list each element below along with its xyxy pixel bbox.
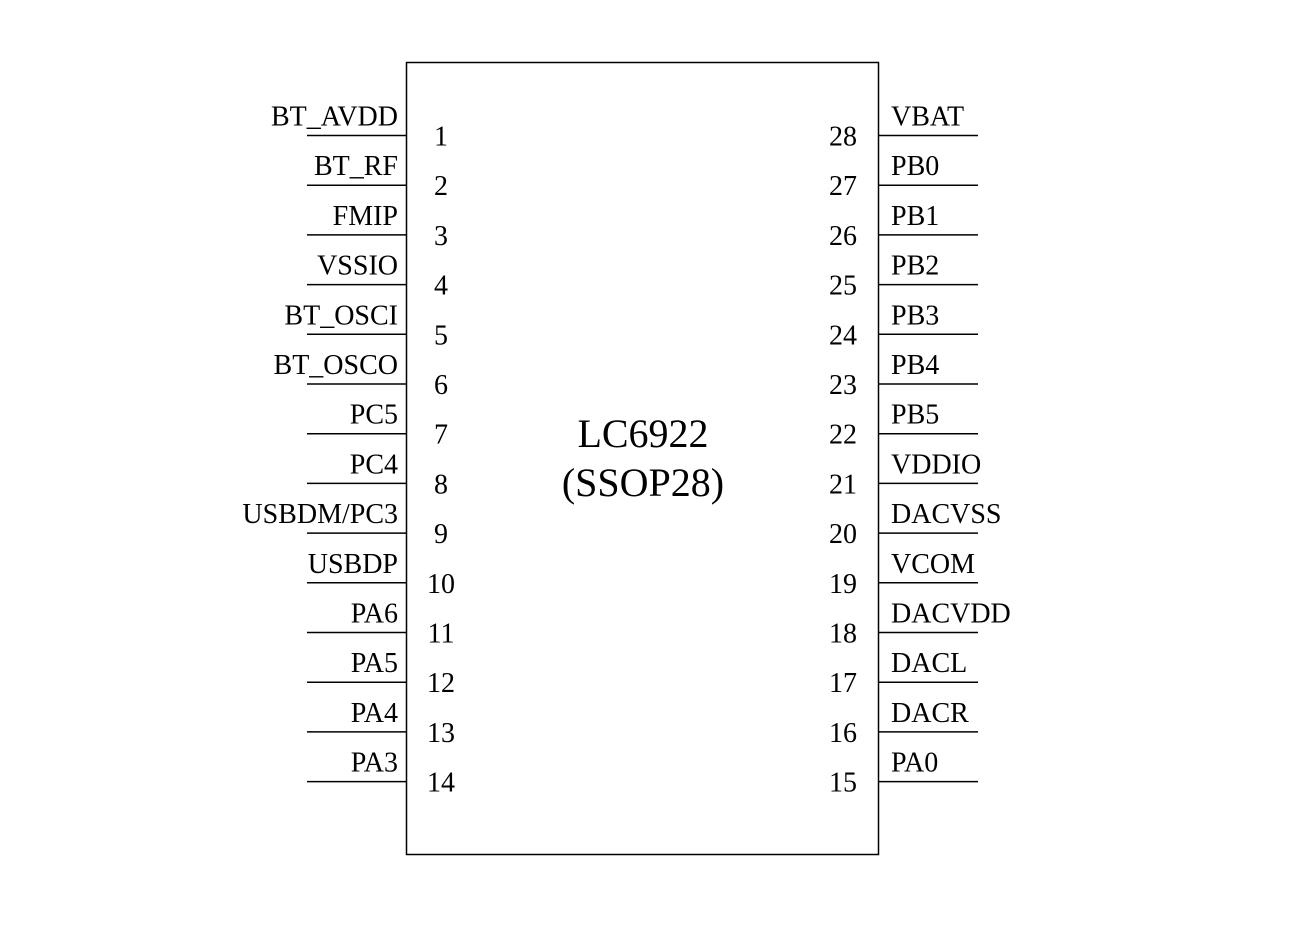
pin-number: 23: [829, 370, 857, 401]
pin-number: 5: [434, 320, 448, 351]
pin-number: 20: [829, 519, 857, 550]
pin-23: PB4 23: [829, 350, 978, 401]
pin-label: DACR: [891, 698, 969, 729]
pin-number: 8: [434, 469, 448, 500]
pin-label: VCOM: [891, 549, 975, 580]
chip-package: (SSOP28): [562, 460, 724, 505]
pin-number: 15: [829, 768, 857, 799]
left-pin-group: BT_AVDD1BT_RF2FMIP3VSSIO4BT_OSCI5BT_OSCO…: [242, 102, 455, 799]
pin-9: USBDM/PC3 9: [242, 499, 448, 550]
pin-19: VCOM 19: [829, 549, 978, 600]
pin-8: PC4 8: [307, 449, 448, 500]
pin-label: FMIP: [333, 201, 398, 232]
pin-number: 14: [427, 768, 455, 799]
pin-label: PB2: [891, 251, 939, 282]
pin-label: DACVSS: [891, 499, 1001, 530]
pin-20: DACVSS 20: [829, 499, 1001, 550]
pin-label: PB1: [891, 201, 939, 232]
pin-label: BT_AVDD: [271, 102, 398, 133]
pin-number: 17: [829, 668, 857, 699]
pin-number: 28: [829, 122, 857, 153]
pin-22: PB5 22: [829, 400, 978, 451]
pin-number: 22: [829, 420, 857, 451]
pin-24: PB3 24: [829, 300, 978, 351]
pin-number: 1: [434, 122, 448, 153]
pin-number: 11: [428, 619, 455, 650]
pin-label: PC4: [350, 449, 398, 480]
pin-label: DACVDD: [891, 599, 1011, 630]
pin-13: PA4 13: [307, 698, 455, 749]
pin-number: 12: [427, 668, 455, 699]
pin-12: PA5 12: [307, 648, 455, 699]
pin-16: DACR 16: [829, 698, 978, 749]
pin-number: 27: [829, 171, 857, 202]
pin-number: 4: [434, 271, 448, 302]
pin-number: 3: [434, 221, 448, 252]
pin-number: 19: [829, 569, 857, 600]
pin-number: 24: [829, 320, 857, 351]
pin-number: 26: [829, 221, 857, 252]
pin-label: BT_RF: [314, 151, 398, 182]
pin-label: BT_OSCO: [274, 350, 398, 381]
chip-name: LC6922: [577, 411, 708, 456]
pin-label: PA3: [351, 748, 398, 779]
pin-label: BT_OSCI: [284, 300, 398, 331]
pin-4: VSSIO 4: [307, 251, 448, 302]
chip-body: [405, 61, 880, 856]
pin-28: VBAT 28: [829, 102, 978, 153]
pin-label: USBDP: [308, 549, 398, 580]
pin-label: USBDM/PC3: [242, 499, 398, 530]
pin-10: USBDP 10: [307, 549, 455, 600]
pin-15: PA0 15: [829, 748, 978, 799]
pin-label: PB0: [891, 151, 939, 182]
pin-label: PC5: [350, 400, 398, 431]
pin-1: BT_AVDD 1: [271, 102, 448, 153]
pin-number: 21: [829, 469, 857, 500]
pin-5: BT_OSCI 5: [284, 300, 448, 351]
pin-label: VDDIO: [891, 449, 981, 480]
pin-number: 18: [829, 619, 857, 650]
pin-6: BT_OSCO 6: [274, 350, 448, 401]
pin-number: 16: [829, 718, 857, 749]
pin-number: 6: [434, 370, 448, 401]
pin-26: PB1 26: [829, 201, 978, 252]
pin-label: DACL: [891, 648, 967, 679]
pin-number: 25: [829, 271, 857, 302]
pin-18: DACVDD 18: [829, 599, 1011, 650]
pin-label: PA4: [351, 698, 398, 729]
pin-3: FMIP 3: [307, 201, 448, 252]
pin-number: 9: [434, 519, 448, 550]
pin-label: PA6: [351, 599, 398, 630]
pin-21: VDDIO 21: [829, 449, 981, 500]
pin-17: DACL 17: [829, 648, 978, 699]
pin-2: BT_RF 2: [307, 151, 448, 202]
pin-label: PB5: [891, 400, 939, 431]
pin-number: 2: [434, 171, 448, 202]
pin-25: PB2 25: [829, 251, 978, 302]
pin-label: PB4: [891, 350, 939, 381]
pin-label: VSSIO: [317, 251, 398, 282]
pin-11: PA6 11: [307, 599, 454, 650]
pin-label: PA0: [891, 748, 938, 779]
pin-number: 10: [427, 569, 455, 600]
pin-27: PB0 27: [829, 151, 978, 202]
right-pin-group: VBAT28PB027PB126PB225PB324PB423PB522VDDI…: [829, 102, 1011, 799]
pin-7: PC5 7: [307, 400, 448, 451]
pin-number: 7: [434, 420, 448, 451]
pin-label: VBAT: [891, 102, 964, 133]
pin-label: PB3: [891, 300, 939, 331]
pin-14: PA3 14: [307, 748, 455, 799]
pin-label: PA5: [351, 648, 398, 679]
pin-number: 13: [427, 718, 455, 749]
